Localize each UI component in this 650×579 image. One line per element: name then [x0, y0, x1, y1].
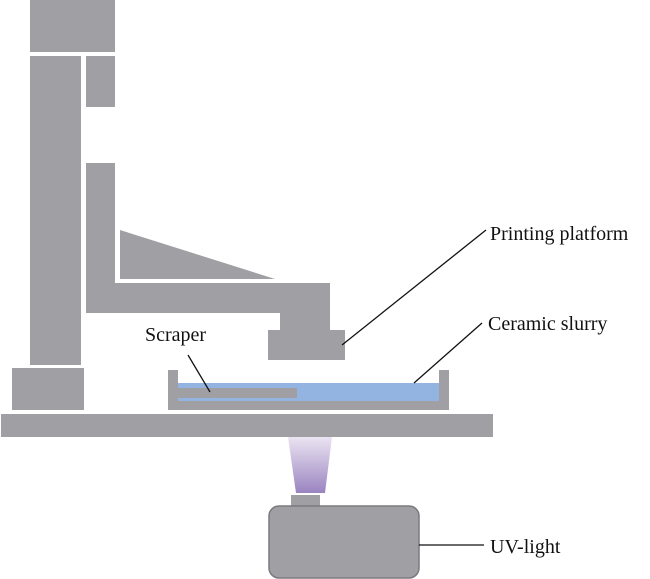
arm-gusset-triangle: [120, 230, 275, 279]
label-scraper: Scraper: [145, 324, 206, 346]
vat-bottom: [168, 401, 449, 410]
vat-right-wall: [439, 370, 449, 410]
tower-top-block: [30, 0, 115, 52]
printing-platform: [268, 330, 345, 360]
platform-neck: [280, 312, 330, 331]
uv-beam: [288, 437, 332, 493]
resin-vat: [168, 370, 449, 410]
leader-printing-platform: [341, 229, 487, 346]
uv-light-source: [268, 505, 420, 579]
label-uv-light: UV-light: [490, 536, 561, 558]
label-ceramic-slurry: Ceramic slurry: [488, 313, 607, 335]
z-axis-upper-block: [86, 56, 115, 107]
scraper-blade: [178, 388, 297, 398]
arm-horizontal: [86, 283, 330, 313]
tower-column: [30, 56, 81, 365]
base-foot-block: [12, 368, 84, 410]
label-printing-platform: Printing platform: [490, 223, 629, 245]
leader-ceramic-slurry: [413, 322, 483, 384]
base-plate: [1, 414, 493, 437]
leader-scraper: [187, 354, 211, 393]
uv-lens-mount: [291, 495, 320, 506]
vat-left-wall: [168, 370, 178, 410]
